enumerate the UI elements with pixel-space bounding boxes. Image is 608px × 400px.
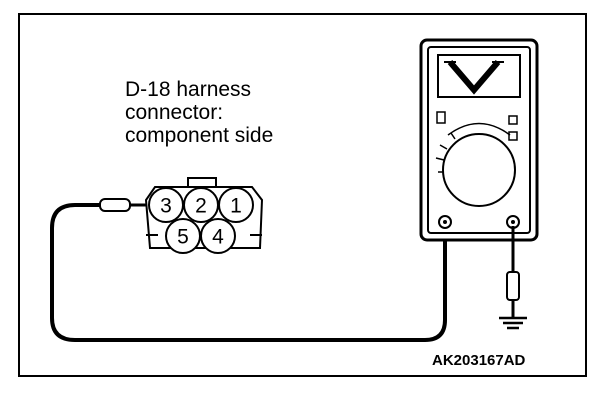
- probe-icon: [99, 198, 150, 212]
- rotary-dial: [442, 133, 516, 207]
- pin-number: 5: [177, 226, 189, 249]
- connector-label: D-18 harness connector: component side: [125, 78, 273, 147]
- pin-number: 3: [160, 195, 172, 218]
- pin-number: 2: [195, 195, 207, 218]
- multimeter-icon: [419, 38, 539, 242]
- connector-label-line: component side: [125, 124, 274, 147]
- pin-4-cavity: [200, 218, 236, 254]
- pin-number: 4: [212, 226, 224, 249]
- connector-label-line: connector:: [125, 101, 224, 124]
- pin-number: 1: [230, 195, 242, 218]
- ground-probe: [506, 271, 520, 301]
- test-lead-wire: [50, 203, 447, 342]
- reference-code: AK203167AD: [432, 352, 526, 369]
- voltage-mode-symbol: [447, 60, 501, 95]
- harness-connector: 3 2 1 5 4: [144, 177, 264, 254]
- pin-1-cavity: [218, 187, 254, 223]
- ground-symbol-icon: [499, 316, 527, 330]
- connector-label-line: D-18 harness: [125, 78, 252, 101]
- diagram-border: [18, 13, 587, 377]
